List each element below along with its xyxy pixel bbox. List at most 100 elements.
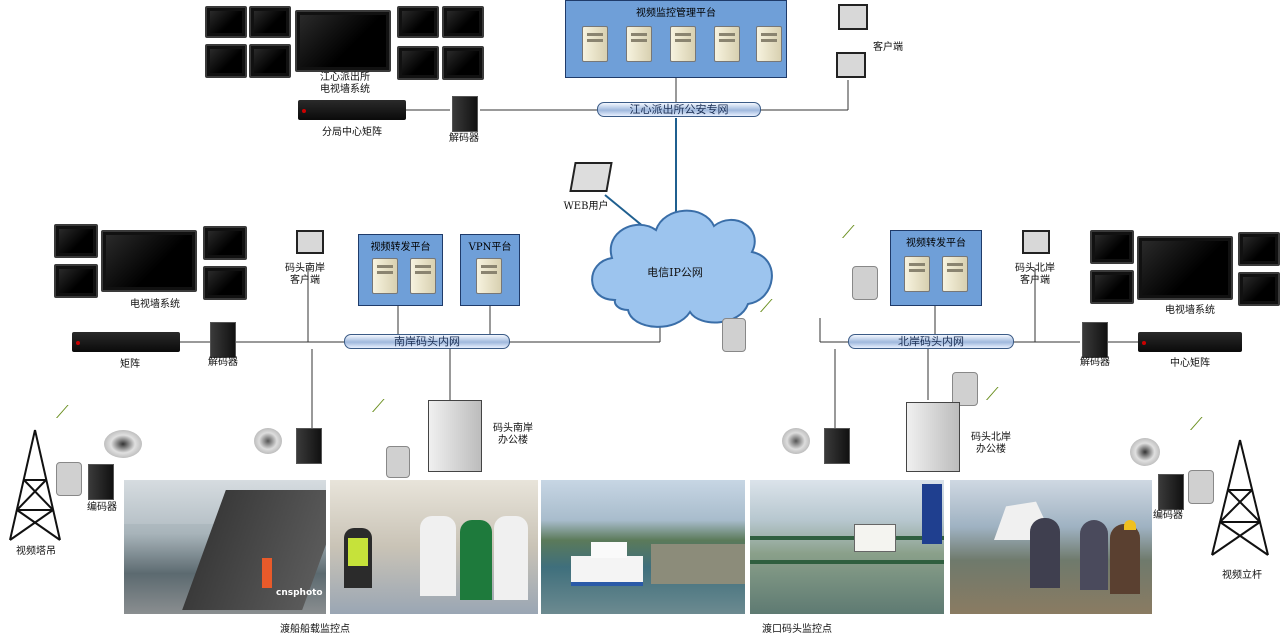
south-encoder-label: 编码器 [87,502,117,513]
server-icon [626,26,652,62]
computer-icon [296,230,324,254]
platform-title: 视频监控管理平台 [636,8,716,19]
platform-title: VPN平台 [468,242,512,253]
monitor-icon [1238,272,1280,306]
monitor-icon [205,6,247,38]
ferry-cabin-photo [330,480,538,614]
photo-watermark: cnsphoto [276,588,323,598]
dome-camera-icon [104,430,142,458]
wireless-ap-icon [56,462,82,496]
laptop-icon [569,162,613,192]
monitor-icon [203,226,247,260]
wireless-antenna-icon: ⟋ [372,396,385,417]
office-building-icon [906,402,960,472]
north-decoder-label: 解码器 [1080,357,1110,368]
large-monitor-icon [101,230,197,292]
dome-camera-icon [1130,438,1160,466]
web-user-label: WEB用户 [563,201,609,212]
north-office-label: 码头北岸 办公楼 [971,432,1011,455]
wireless-antenna-icon: ⟋ [56,402,69,423]
monitor-icon [397,6,439,38]
monitor-icon [249,6,291,38]
wireless-antenna-icon: ⟋ [1190,414,1203,435]
wireless-antenna-icon: ⟋ [986,384,999,405]
decoder-icon [1082,322,1108,358]
north-tower-label: 视频立杆 [1222,570,1262,581]
wireless-ap-icon [1188,470,1214,504]
dock-pier-photo [750,480,944,614]
cloud-icon [591,209,773,328]
wireless-ap-icon [722,318,746,352]
wireless-antenna-icon: ⟋ [842,222,855,243]
computer-icon [838,4,868,30]
tower-icon-left [9,429,61,541]
large-monitor-icon [1137,236,1233,300]
south-dock-network-bus: 南岸码头内网 [344,334,510,349]
server-icon [476,258,502,294]
tv-wall-label: 江心派出所 电视墙系统 [320,72,370,95]
monitor-icon [442,6,484,38]
encoder-icon [88,464,114,500]
server-icon [372,258,398,294]
south-matrix-label: 矩阵 [120,359,140,370]
north-matrix-label: 中心矩阵 [1170,358,1210,369]
encoder-icon [824,428,850,464]
encoder-icon [296,428,322,464]
matrix-icon [72,332,180,352]
monitor-icon [203,266,247,300]
server-icon [904,256,930,292]
monitor-icon [1090,230,1134,264]
decoder-icon [210,322,236,358]
harbor-boat-photo [541,480,745,614]
encoder-icon [1158,474,1184,510]
server-icon [942,256,968,292]
monitor-icon [54,224,98,258]
ferry-deck-photo: cnsphoto [124,480,326,614]
monitor-icon [249,44,291,78]
center-matrix-icon [298,100,406,120]
server-icon [670,26,696,62]
center-matrix-label: 分局中心矩阵 [322,127,382,138]
office-building-icon [428,400,482,472]
south-client-label: 码头南岸 客户端 [285,263,325,286]
server-icon [756,26,782,62]
monitor-icon [397,46,439,80]
monitor-icon [442,46,484,80]
center-matrix-icon [1138,332,1242,352]
platform-title: 视频转发平台 [906,238,966,249]
dome-camera-icon [782,428,810,454]
monitor-icon [1238,232,1280,266]
monitor-icon [1090,270,1134,304]
decoder-label: 解码器 [449,133,479,144]
computer-icon [836,52,866,78]
large-monitor-icon [295,10,391,72]
north-dock-network-bus: 北岸码头内网 [848,334,1014,349]
wireless-ap-icon [386,446,410,478]
client-label: 客户端 [873,42,903,53]
south-office-label: 码头南岸 办公楼 [493,423,533,446]
north-encoder-label: 编码器 [1153,510,1183,521]
north-client-label: 码头北岸 客户端 [1015,263,1055,286]
monitor-icon [54,264,98,298]
photo-caption-left: 渡船船载监控点 [280,624,350,635]
north-tv-wall-label: 电视墙系统 [1165,305,1215,316]
wireless-ap-icon [952,372,978,406]
monitor-icon [205,44,247,78]
server-icon [410,258,436,294]
photo-caption-right: 渡口码头监控点 [762,624,832,635]
wireless-ap-icon [852,266,878,300]
south-tower-label: 视频塔吊 [16,546,56,557]
tower-icon-right [1211,439,1269,556]
computer-icon [1022,230,1050,254]
south-tv-wall-label: 电视墙系统 [130,299,180,310]
dome-camera-icon [254,428,282,454]
server-icon [714,26,740,62]
decoder-icon [452,96,478,132]
platform-title: 视频转发平台 [370,242,431,253]
dock-workers-photo [950,480,1152,614]
police-network-bus: 江心派出所公安专网 [597,102,761,117]
cloud-label: 电信IP公网 [647,266,703,279]
south-decoder-label: 解码器 [208,357,238,368]
server-icon [582,26,608,62]
